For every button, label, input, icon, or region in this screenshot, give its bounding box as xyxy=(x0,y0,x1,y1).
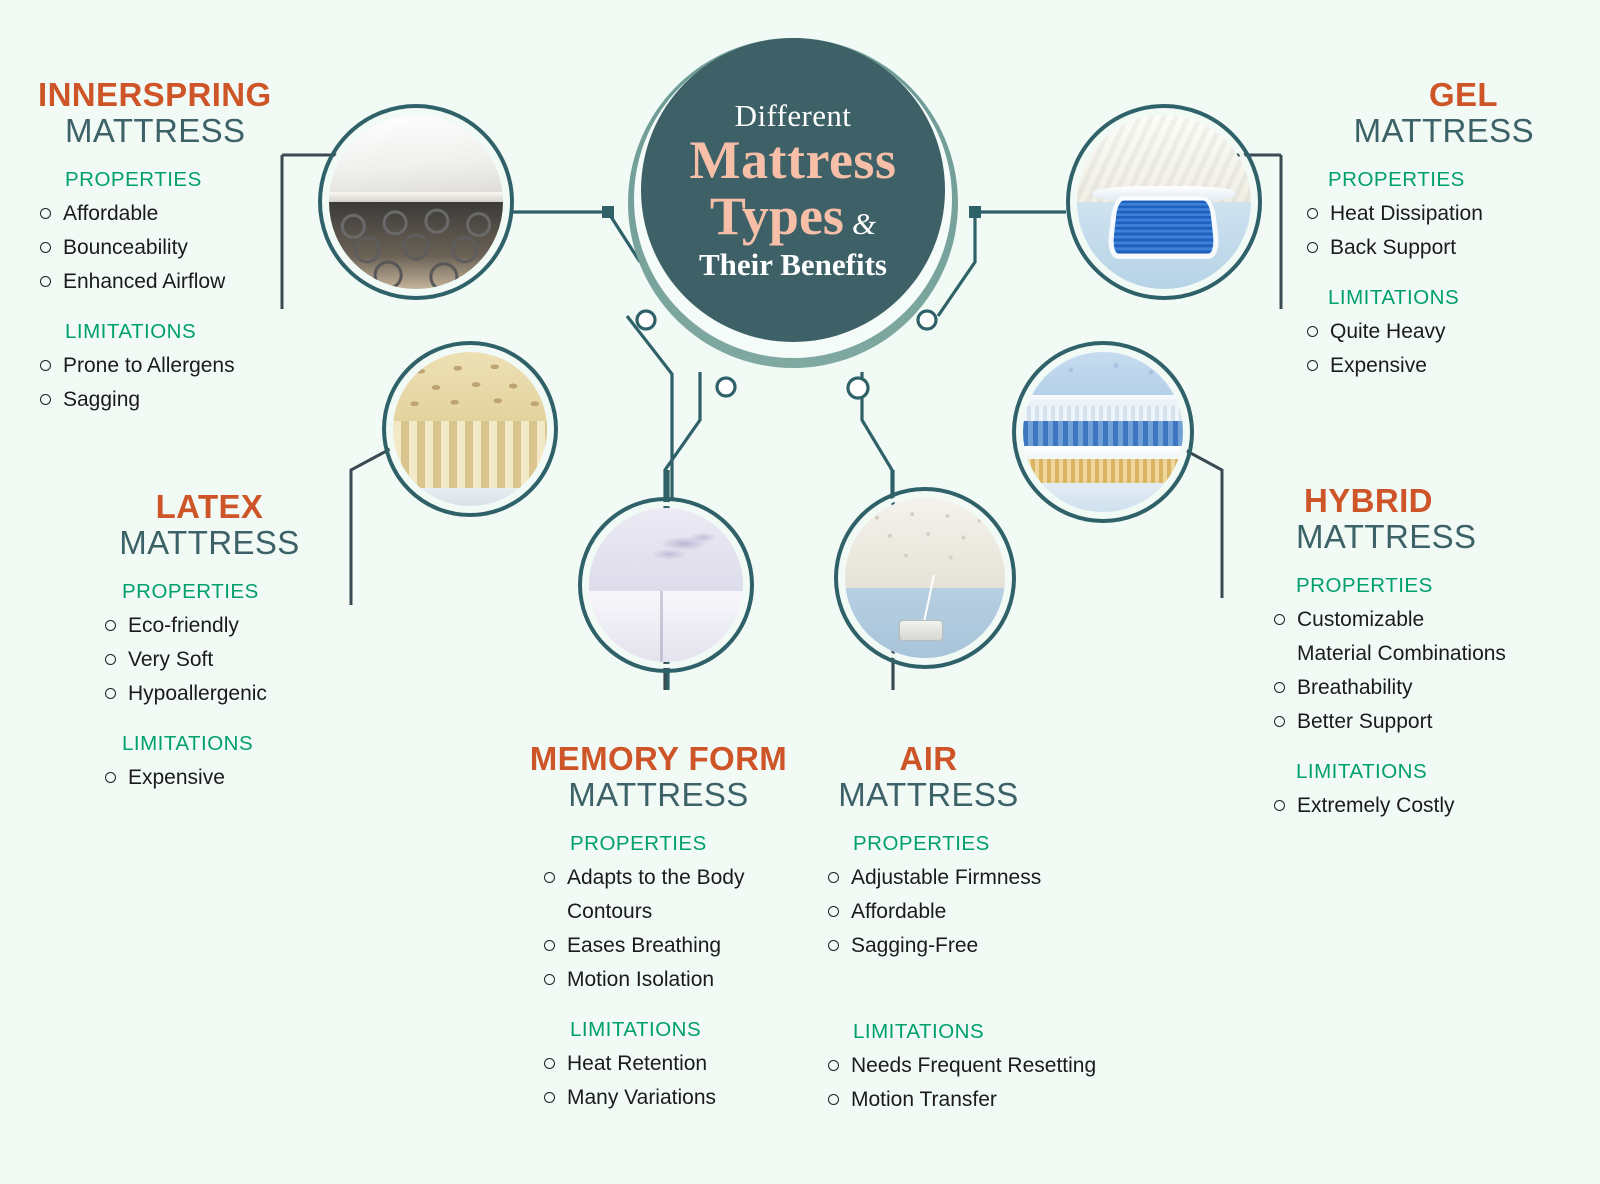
limitations-list-memory-form: Heat Retention Many Variations xyxy=(542,1047,816,1115)
type-sub-latex: MATTRESS xyxy=(119,524,300,561)
type-block-memory-form: MEMORY FORM MATTRESS PROPERTIES Adapts t… xyxy=(516,742,816,1115)
properties-label-latex: PROPERTIES xyxy=(122,580,259,603)
list-item: Adjustable Firmness xyxy=(826,861,1126,895)
image-circle-gel xyxy=(1066,104,1262,300)
list-item: Bounceability xyxy=(38,231,338,265)
list-item: Adapts to the Body xyxy=(542,861,816,895)
hub-line-1: Different xyxy=(734,98,852,134)
title-latex: LATEX MATTRESS xyxy=(92,490,327,559)
type-sub-hybrid: MATTRESS xyxy=(1296,518,1477,555)
limitations-list-latex: Expensive xyxy=(103,761,392,795)
limitations-list-hybrid: Extremely Costly xyxy=(1272,789,1578,823)
hub-line-4: Their Benefits xyxy=(699,246,887,282)
list-item: Quite Heavy xyxy=(1305,315,1562,349)
type-block-hybrid: HYBRID MATTRESS PROPERTIES Customizable … xyxy=(1248,484,1578,823)
type-name-innerspring: INNERSPRING xyxy=(38,76,272,113)
list-item: Expensive xyxy=(1305,349,1562,383)
list-item: Many Variations xyxy=(542,1081,816,1115)
title-gel: GEL MATTRESS xyxy=(1262,78,1534,147)
hub-line-3: Types xyxy=(709,185,844,246)
title-innerspring: INNERSPRING MATTRESS xyxy=(38,78,338,147)
limitations-label-latex: LIMITATIONS xyxy=(122,732,254,756)
list-item: Breathability xyxy=(1272,671,1578,705)
limitations-label-memory-form: LIMITATIONS xyxy=(570,1018,702,1042)
list-item: Better Support xyxy=(1272,705,1578,739)
type-name-hybrid: HYBRID xyxy=(1304,482,1433,519)
type-block-gel: GEL MATTRESS PROPERTIES Heat Dissipation… xyxy=(1262,78,1562,383)
properties-label-air: PROPERTIES xyxy=(853,832,990,855)
properties-list-latex: Eco-friendly Very Soft Hypoallergenic xyxy=(103,609,392,711)
type-block-air: AIR MATTRESS PROPERTIES Adjustable Firmn… xyxy=(826,742,1126,1117)
list-item: Back Support xyxy=(1305,231,1562,265)
limitations-label-air: LIMITATIONS xyxy=(853,1020,985,1044)
list-item-continuation: Material Combinations xyxy=(1297,642,1506,666)
properties-list-gel: Heat Dissipation Back Support xyxy=(1305,197,1562,265)
list-item: Heat Retention xyxy=(542,1047,816,1081)
properties-label-memory-form: PROPERTIES xyxy=(570,832,707,855)
image-circle-latex xyxy=(382,341,558,517)
list-item: Extremely Costly xyxy=(1272,789,1578,823)
limitations-label-gel: LIMITATIONS xyxy=(1328,286,1460,310)
type-sub-air: MATTRESS xyxy=(838,776,1019,813)
properties-label-gel: PROPERTIES xyxy=(1328,168,1465,191)
type-name-latex: LATEX xyxy=(155,488,264,525)
type-name-gel: GEL xyxy=(1428,76,1498,113)
center-hub: Different Mattress Types & Their Benefit… xyxy=(628,38,958,368)
properties-list-innerspring: Affordable Bounceability Enhanced Airflo… xyxy=(38,197,338,299)
list-item: Expensive xyxy=(103,761,392,795)
list-item: Very Soft xyxy=(103,643,392,677)
list-item: Motion Isolation xyxy=(542,963,816,997)
line-air xyxy=(860,372,894,500)
list-item: Eco-friendly xyxy=(103,609,392,643)
limitations-list-innerspring: Prone to Allergens Sagging xyxy=(38,349,338,417)
properties-list-memory-form: Adapts to the Body Contours Eases Breath… xyxy=(542,861,816,997)
list-item: Eases Breathing xyxy=(542,929,816,963)
type-sub-memory-form: MATTRESS xyxy=(568,776,749,813)
list-item: Hypoallergenic xyxy=(103,677,392,711)
list-item-continuation: Contours xyxy=(567,900,653,924)
title-memory-form: MEMORY FORM MATTRESS xyxy=(516,742,801,811)
properties-list-hybrid: Customizable Material Combinations Breat… xyxy=(1272,603,1578,739)
hub-line-3-row: Types & xyxy=(710,189,876,243)
hub-disc: Different Mattress Types & Their Benefit… xyxy=(641,38,945,342)
list-item: Enhanced Airflow xyxy=(38,265,338,299)
hub-line-2: Mattress xyxy=(689,130,897,191)
list-item: Affordable xyxy=(826,895,1126,929)
properties-label-innerspring: PROPERTIES xyxy=(65,168,202,191)
type-name-air: AIR xyxy=(899,740,958,777)
list-item: Motion Transfer xyxy=(826,1083,1126,1117)
limitations-label-hybrid: LIMITATIONS xyxy=(1296,760,1428,784)
limitations-label-innerspring: LIMITATIONS xyxy=(65,320,197,344)
type-block-innerspring: INNERSPRING MATTRESS PROPERTIES Affordab… xyxy=(38,78,338,417)
type-sub-innerspring: MATTRESS xyxy=(65,112,246,149)
limitations-list-gel: Quite Heavy Expensive xyxy=(1305,315,1562,383)
type-name-memory-form: MEMORY FORM xyxy=(529,740,788,777)
properties-list-air: Adjustable Firmness Affordable Sagging-F… xyxy=(826,861,1126,963)
image-circle-air xyxy=(834,487,1016,669)
list-item: Sagging-Free xyxy=(826,929,1126,963)
list-item: Prone to Allergens xyxy=(38,349,338,383)
limitations-list-air: Needs Frequent Resetting Motion Transfer xyxy=(826,1049,1126,1117)
image-circle-innerspring xyxy=(318,104,514,300)
image-circle-memory-form xyxy=(578,497,754,673)
type-block-latex: LATEX MATTRESS PROPERTIES Eco-friendly V… xyxy=(92,490,392,795)
type-sub-gel: MATTRESS xyxy=(1353,112,1534,149)
image-circle-hybrid xyxy=(1012,341,1194,523)
list-item: Sagging xyxy=(38,383,338,417)
list-item: Heat Dissipation xyxy=(1305,197,1562,231)
properties-label-hybrid: PROPERTIES xyxy=(1296,574,1433,597)
list-item: Affordable xyxy=(38,197,338,231)
bracket-hybrid xyxy=(1184,448,1224,598)
title-hybrid: HYBRID MATTRESS xyxy=(1248,484,1578,553)
hub-ampersand: & xyxy=(851,205,877,241)
list-item: Needs Frequent Resetting xyxy=(826,1049,1126,1083)
title-air: AIR MATTRESS xyxy=(826,742,1031,811)
list-item: Customizable xyxy=(1272,603,1578,637)
